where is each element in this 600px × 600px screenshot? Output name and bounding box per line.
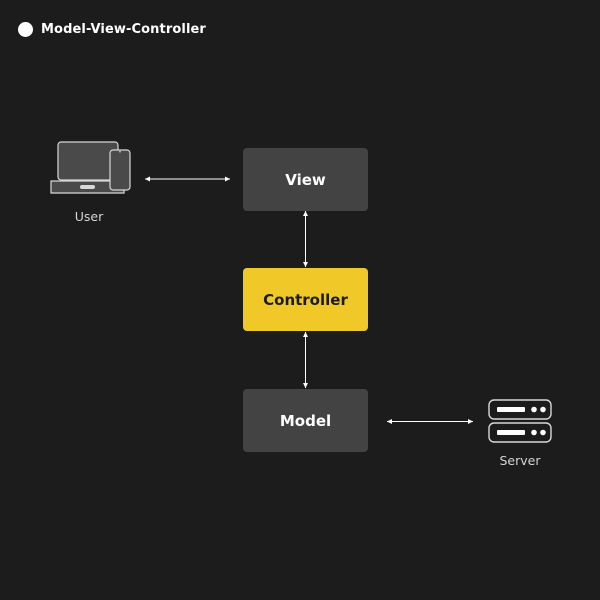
diagram-title: Model-View-Controller	[41, 22, 206, 37]
controller-label: Controller	[263, 290, 348, 309]
server-label: Server	[499, 453, 541, 468]
view-label: View	[285, 170, 326, 189]
model-label: Model	[279, 411, 332, 430]
model-box: Model	[243, 389, 368, 452]
user-label: User	[74, 209, 104, 224]
laptop-phone-icon	[48, 140, 134, 198]
title-bullet-icon	[18, 22, 33, 37]
diagram-header: Model-View-Controller	[18, 22, 206, 37]
controller-box: Controller	[243, 268, 368, 331]
view-box: View	[243, 148, 368, 211]
server-icon	[487, 398, 553, 444]
